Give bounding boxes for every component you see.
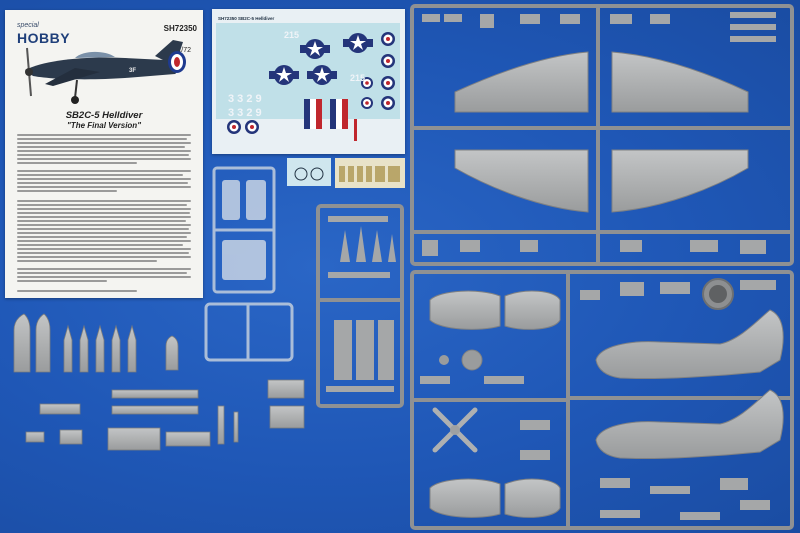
decal-artwork xyxy=(216,23,400,141)
decal-number: 215 xyxy=(284,30,300,40)
svg-text:3F: 3F xyxy=(129,68,136,74)
resin-parts xyxy=(13,313,305,451)
kit-code: SH72350 xyxy=(163,24,197,33)
kit-title: SB2C-5 Helldiver xyxy=(65,110,143,121)
decal-number: 3 3 2 9 xyxy=(228,107,262,119)
box-art-aircraft: 3F xyxy=(25,40,186,104)
small-decal-sheet xyxy=(287,158,331,186)
decal-number: 3 3 2 9 xyxy=(228,93,262,105)
photo-etch-fret xyxy=(335,158,405,188)
cowling-propeller xyxy=(432,278,734,453)
clear-parts xyxy=(222,180,266,280)
instruction-sheet: special HOBBY SH72350 1/72 3F SB2C-5 Hel… xyxy=(5,10,203,298)
lower-small-parts xyxy=(420,280,776,520)
wing-parts xyxy=(454,51,749,213)
kit-subtitle: "The Final Version" xyxy=(67,121,141,130)
decal-sheet: SH72350 SB2C-5 Helldiver xyxy=(212,9,405,154)
kit-scale: 1/72 xyxy=(177,47,191,54)
fuselage-parts xyxy=(429,290,784,518)
brand-small-text: special xyxy=(17,22,39,29)
middle-sprue xyxy=(316,204,404,408)
clear-sprue-lower xyxy=(204,302,294,362)
decal-sheet-code: SH72350 SB2C-5 Helldiver xyxy=(218,16,275,21)
brand-logo: HOBBY xyxy=(17,30,71,46)
main-sprue-upper xyxy=(410,4,794,266)
main-sprue-lower xyxy=(410,270,794,530)
clear-sprue-upper xyxy=(212,166,276,294)
small-parts xyxy=(422,12,776,256)
middle-sprue-parts xyxy=(326,216,396,392)
decal-number: 215 xyxy=(350,73,366,83)
